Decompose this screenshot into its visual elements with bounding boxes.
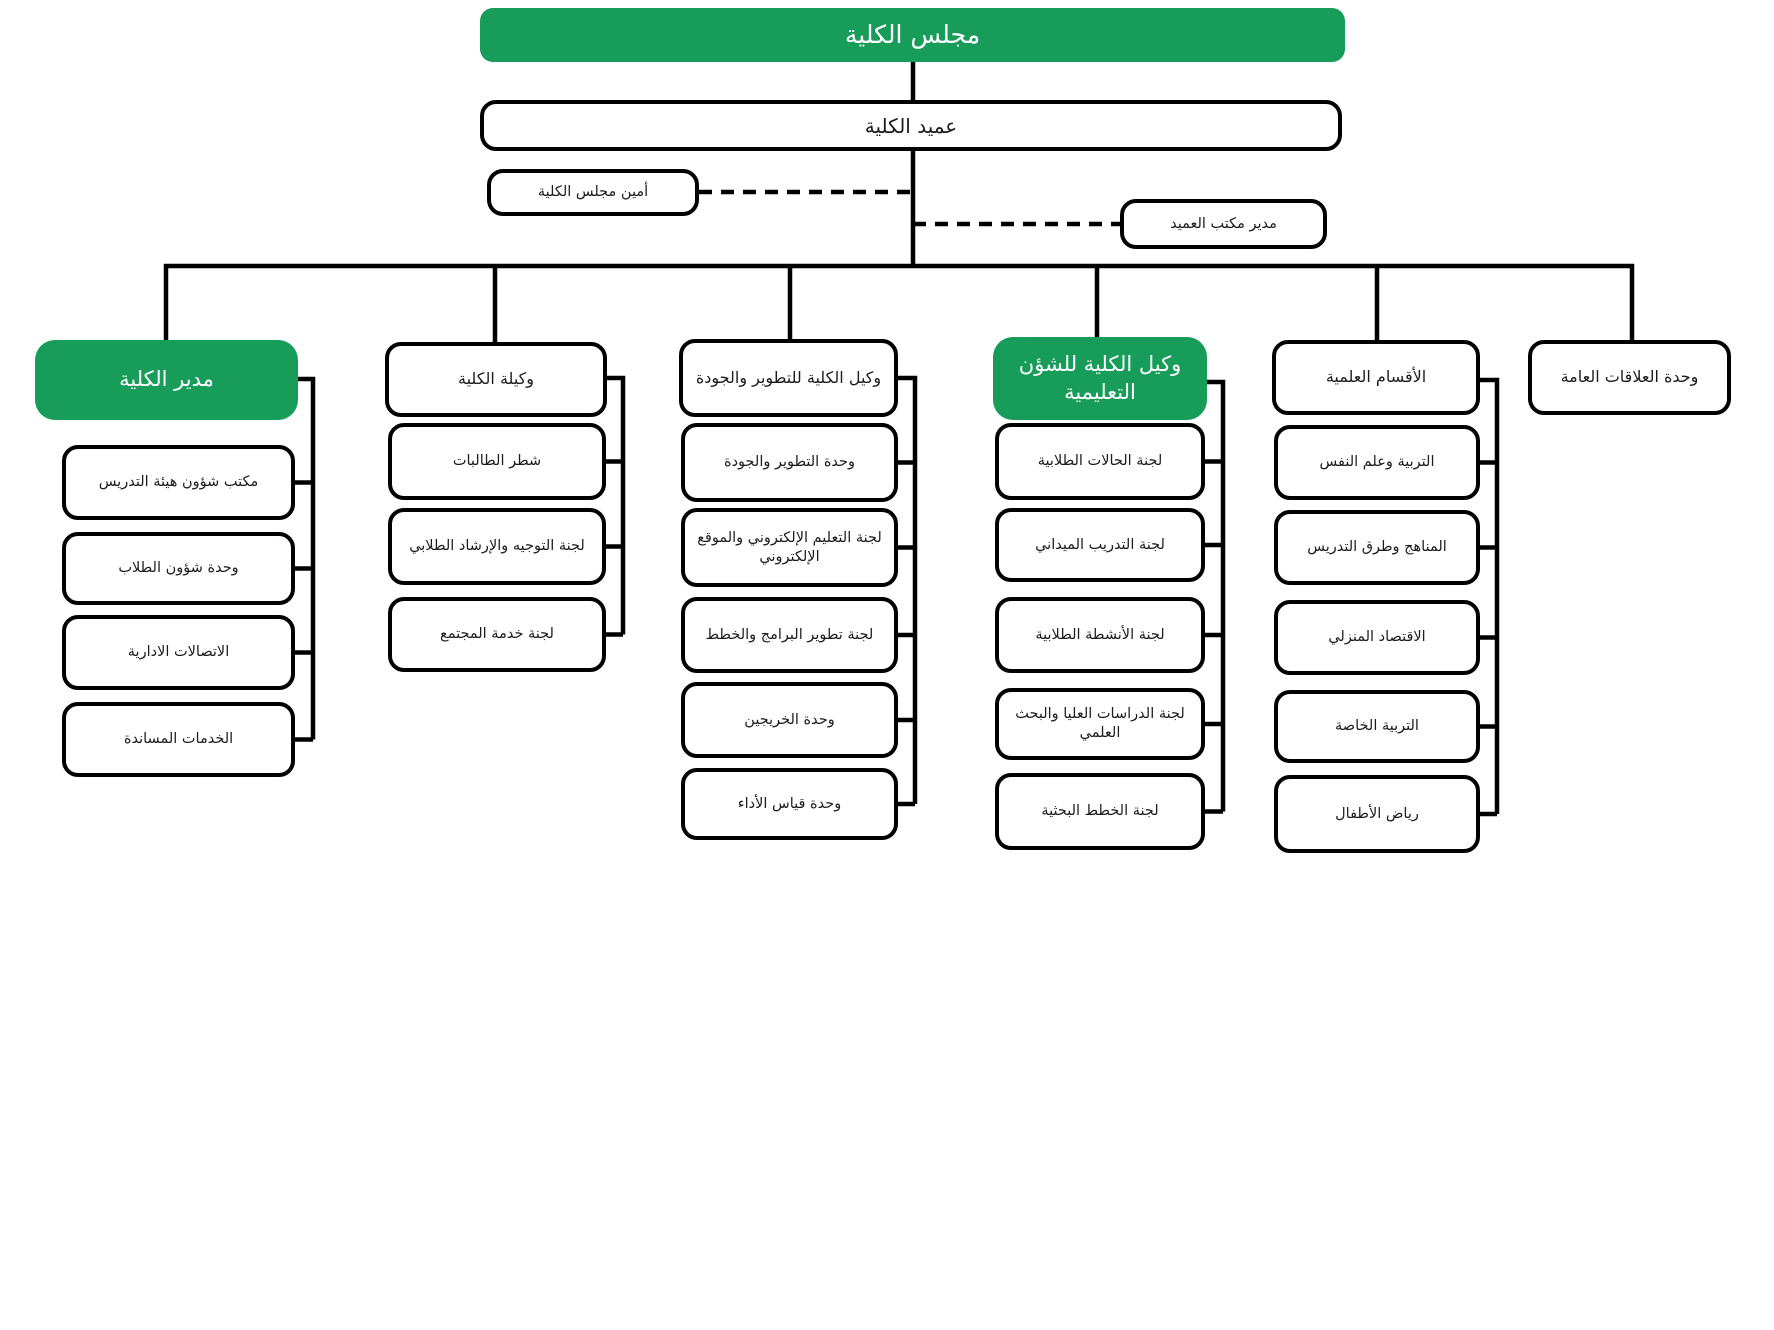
child-node-college-director-2: الاتصالات الادارية xyxy=(62,615,295,690)
child-node-vice-dean-educational-affairs-0: لجنة الحالات الطلابية xyxy=(995,423,1205,500)
child-node-scientific-departments-0: التربية وعلم النفس xyxy=(1274,425,1480,500)
branch-head-college-director: مدير الكلية xyxy=(35,340,298,420)
child-node-vice-dean-educational-affairs-1: لجنة التدريب الميداني xyxy=(995,508,1205,582)
child-node-college-director-3: الخدمات المساندة xyxy=(62,702,295,777)
child-node-scientific-departments-2: الاقتصاد المنزلي xyxy=(1274,600,1480,675)
child-node-vice-dean-educational-affairs-2: لجنة الأنشطة الطلابية xyxy=(995,597,1205,673)
child-node-college-director-1: وحدة شؤون الطلاب xyxy=(62,532,295,605)
child-node-college-director-0: مكتب شؤون هيئة التدريس xyxy=(62,445,295,520)
branch-head-scientific-departments: الأقسام العلمية xyxy=(1272,340,1480,415)
node-college-council: مجلس الكلية xyxy=(480,8,1345,62)
child-node-scientific-departments-4: رياض الأطفال xyxy=(1274,775,1480,853)
child-node-vice-dean-educational-affairs-3: لجنة الدراسات العليا والبحث العلمي xyxy=(995,688,1205,760)
node-dean-office-manager: مدير مكتب العميد xyxy=(1120,199,1327,249)
child-node-vice-dean-development-quality-2: لجنة تطوير البرامج والخطط xyxy=(681,597,898,673)
child-node-vice-dean-development-quality-3: وحدة الخريجين xyxy=(681,682,898,758)
node-council-secretary: أمين مجلس الكلية xyxy=(487,169,699,216)
branch-head-vice-dean-educational-affairs: وكيل الكلية للشؤن التعليمية xyxy=(993,337,1207,420)
child-node-female-vice-dean-2: لجنة خدمة المجتمع xyxy=(388,597,606,672)
child-node-vice-dean-educational-affairs-4: لجنة الخطط البحثية xyxy=(995,773,1205,850)
child-node-female-vice-dean-0: شطر الطالبات xyxy=(388,423,606,500)
child-node-scientific-departments-1: المناهج وطرق التدريس xyxy=(1274,510,1480,585)
child-node-vice-dean-development-quality-1: لجنة التعليم الإلكتروني والموقع الإلكترو… xyxy=(681,508,898,587)
branch-head-female-vice-dean: وكيلة الكلية xyxy=(385,342,607,417)
branch-head-vice-dean-development-quality: وكيل الكلية للتطوير والجودة xyxy=(679,339,898,417)
node-college-dean: عميد الكلية xyxy=(480,100,1342,151)
child-node-scientific-departments-3: التربية الخاصة xyxy=(1274,690,1480,763)
child-node-female-vice-dean-1: لجنة التوجيه والإرشاد الطلابي xyxy=(388,508,606,585)
child-node-vice-dean-development-quality-4: وحدة قياس الأداء xyxy=(681,768,898,840)
branch-head-public-relations-unit: وحدة العلاقات العامة xyxy=(1528,340,1731,415)
child-node-vice-dean-development-quality-0: وحدة التطوير والجودة xyxy=(681,423,898,502)
